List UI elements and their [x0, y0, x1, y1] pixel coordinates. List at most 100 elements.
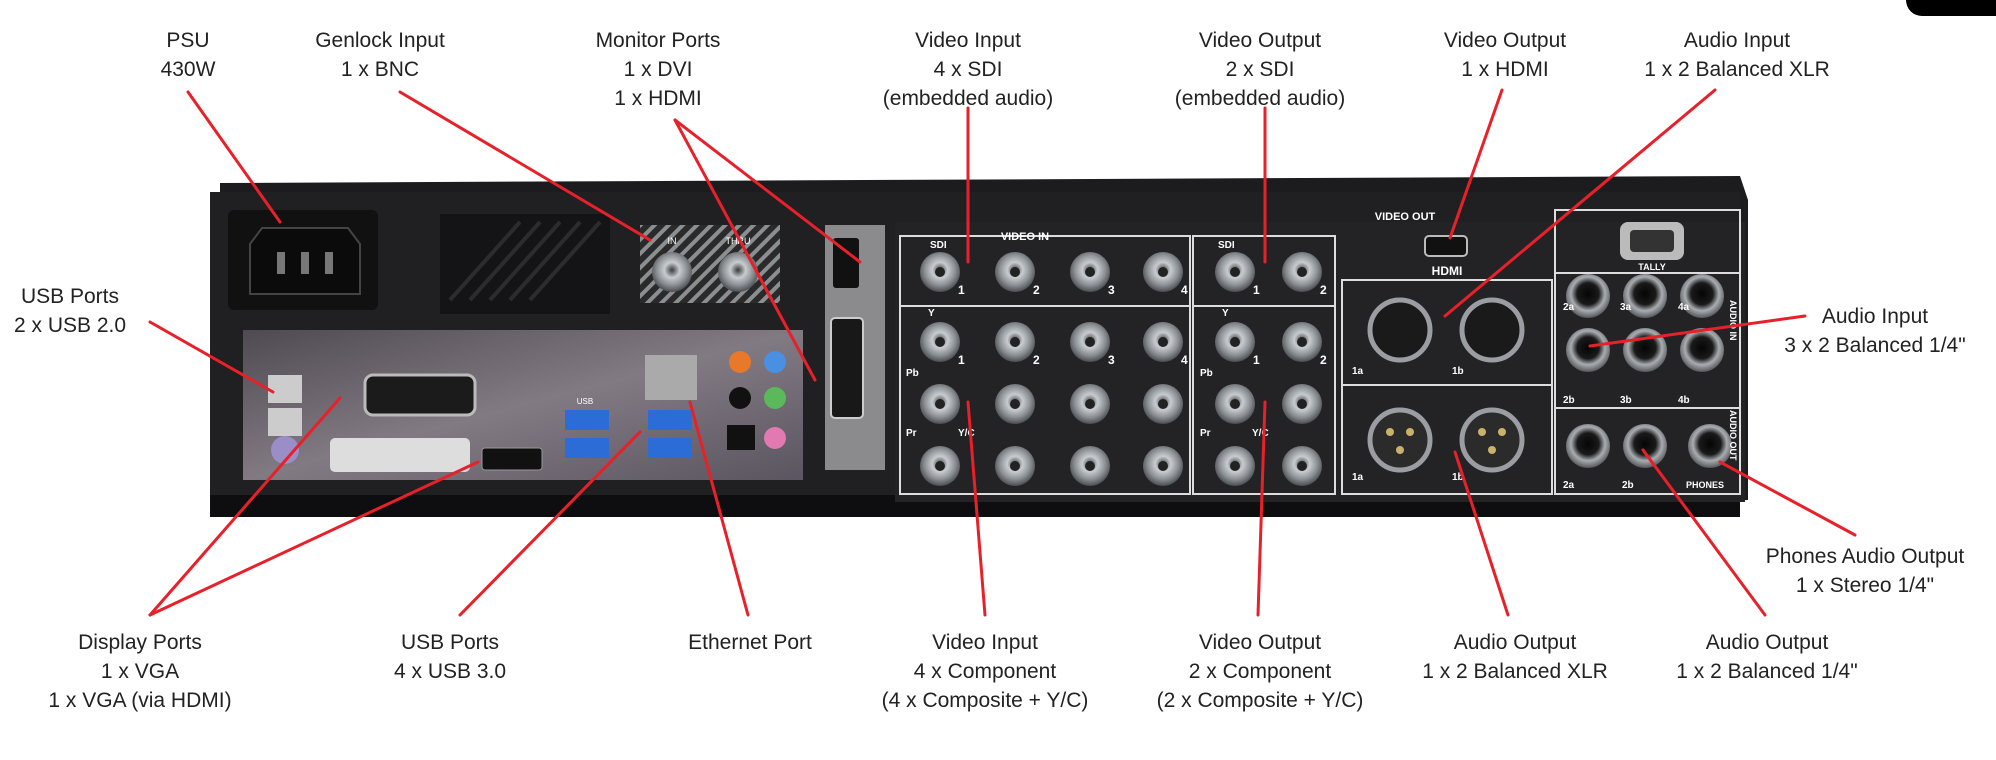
video-out-group-label: VIDEO OUT	[1375, 211, 1436, 223]
jack-out-1	[1623, 424, 1667, 468]
leader-usb3	[458, 430, 642, 617]
jack-3b-label: 3b	[1620, 395, 1632, 406]
bnc-in-r1-c1-pin	[1010, 337, 1020, 347]
leader-audio-in-quarter	[1588, 314, 1807, 348]
xlr-outputs	[1367, 407, 1525, 473]
bnc-in-num-r0-c2: 3	[1108, 283, 1115, 297]
bnc-out-r2-c1-pin	[1297, 399, 1307, 409]
genlock-in-label: IN	[668, 236, 677, 246]
leader-psu	[186, 90, 282, 224]
bnc-out-r2-c0-pin	[1230, 399, 1240, 409]
pb-in-label: Pb	[906, 368, 919, 379]
leader-lines	[148, 88, 1857, 617]
jack-4a-label: 4a	[1678, 302, 1690, 313]
xlr-inputs	[1367, 297, 1525, 363]
bnc-out-num-r1-c1: 2	[1320, 353, 1327, 367]
bnc-out-r0-c1-pin	[1297, 267, 1307, 277]
bnc-out-num-r1-c0: 1	[1253, 353, 1260, 367]
bnc-out-r1-c0-pin	[1230, 337, 1240, 347]
yc-in-label: Y/C	[958, 428, 975, 439]
phones-label: PHONES	[1686, 480, 1724, 490]
jack-in-2	[1680, 274, 1724, 318]
xlr-1a-out-label: 1a	[1352, 472, 1364, 483]
graphics-card-bracket	[825, 225, 885, 470]
tally-label: TALLY	[1638, 262, 1666, 272]
bnc-in-r2-c3-pin	[1158, 399, 1168, 409]
bnc-in-r1-c3-pin	[1158, 337, 1168, 347]
leader-phones	[1718, 460, 1857, 537]
bnc-in-r2-c0-pin	[935, 399, 945, 409]
leader-display-hdmi	[148, 460, 480, 617]
jack-2b-label: 2b	[1563, 395, 1575, 406]
audio-in-side-label: AUDIO IN	[1728, 300, 1738, 341]
xlr-1b-in-label: 1b	[1452, 366, 1464, 377]
jack-3a-label: 3a	[1620, 302, 1632, 313]
bnc-in-num-r1-c1: 2	[1033, 353, 1040, 367]
video-in-group-label: VIDEO IN	[1001, 231, 1049, 243]
leader-display-vga	[148, 396, 342, 617]
jack-2a-out-label: 2a	[1563, 480, 1575, 491]
jack-4b-label: 4b	[1678, 395, 1690, 406]
jack-out-2	[1688, 424, 1732, 468]
sdi-out-label: SDI	[1218, 240, 1235, 251]
quarter-inch-jacks	[1566, 274, 1732, 468]
jack-2a-label: 2a	[1563, 302, 1575, 313]
callout-ethernet: Ethernet Port	[688, 631, 812, 654]
bnc-in-num-r1-c2: 3	[1108, 353, 1115, 367]
leader-genlock	[398, 90, 652, 242]
jack-in-3	[1566, 328, 1610, 372]
bnc-in-r3-c3-pin	[1158, 461, 1168, 471]
leader-usb2	[148, 320, 275, 394]
usb-label: USB	[577, 397, 593, 406]
leader-video-in-comp	[966, 400, 987, 617]
bnc-in-num-r1-c3: 4	[1181, 353, 1188, 367]
jack-in-5	[1680, 328, 1724, 372]
bnc-out-r3-c1-pin	[1297, 461, 1307, 471]
leader-video-out-comp	[1256, 400, 1267, 617]
bnc-out-num-r0-c0: 1	[1253, 283, 1260, 297]
bnc-in-r3-c2-pin	[1085, 461, 1095, 471]
bnc-in-num-r1-c0: 1	[958, 353, 965, 367]
jack-in-0	[1566, 274, 1610, 318]
hdmi-label: HDMI	[1432, 264, 1463, 278]
bnc-out-r3-c0-pin	[1230, 461, 1240, 471]
bnc-in-r3-c1-pin	[1010, 461, 1020, 471]
xlr-1a-in-label: 1a	[1352, 366, 1364, 377]
bnc-in-r0-c3-pin	[1158, 267, 1168, 277]
leader-monitor-dvi	[673, 118, 817, 382]
bnc-in-num-r0-c1: 2	[1033, 283, 1040, 297]
genlock-thru-label: THRU	[726, 236, 751, 246]
bnc-in-r1-c0-pin	[935, 337, 945, 347]
jack-2b-out-label: 2b	[1622, 480, 1634, 491]
bnc-out-r0-c0-pin	[1230, 267, 1240, 277]
psu-socket	[228, 210, 378, 310]
leader-video-out-hdmi	[1448, 88, 1504, 240]
bnc-in-r0-c0-pin	[935, 267, 945, 277]
yc-out-label: Y/C	[1252, 428, 1269, 439]
corner-tab	[1906, 0, 1996, 16]
bnc-out-r1-c1-pin	[1297, 337, 1307, 347]
bnc-in-r1-c2-pin	[1085, 337, 1095, 347]
genlock-panel: IN THRU	[640, 225, 780, 303]
motherboard-io-shield: USB	[243, 330, 803, 480]
sdi-in-label: SDI	[930, 240, 947, 251]
pb-out-label: Pb	[1200, 368, 1213, 379]
leader-monitor-hdmi	[673, 118, 862, 264]
jack-in-1	[1623, 274, 1667, 318]
video-panel: VIDEO IN VIDEO OUT SDI SDI Y Pb Pr Y/C Y…	[895, 209, 1745, 502]
